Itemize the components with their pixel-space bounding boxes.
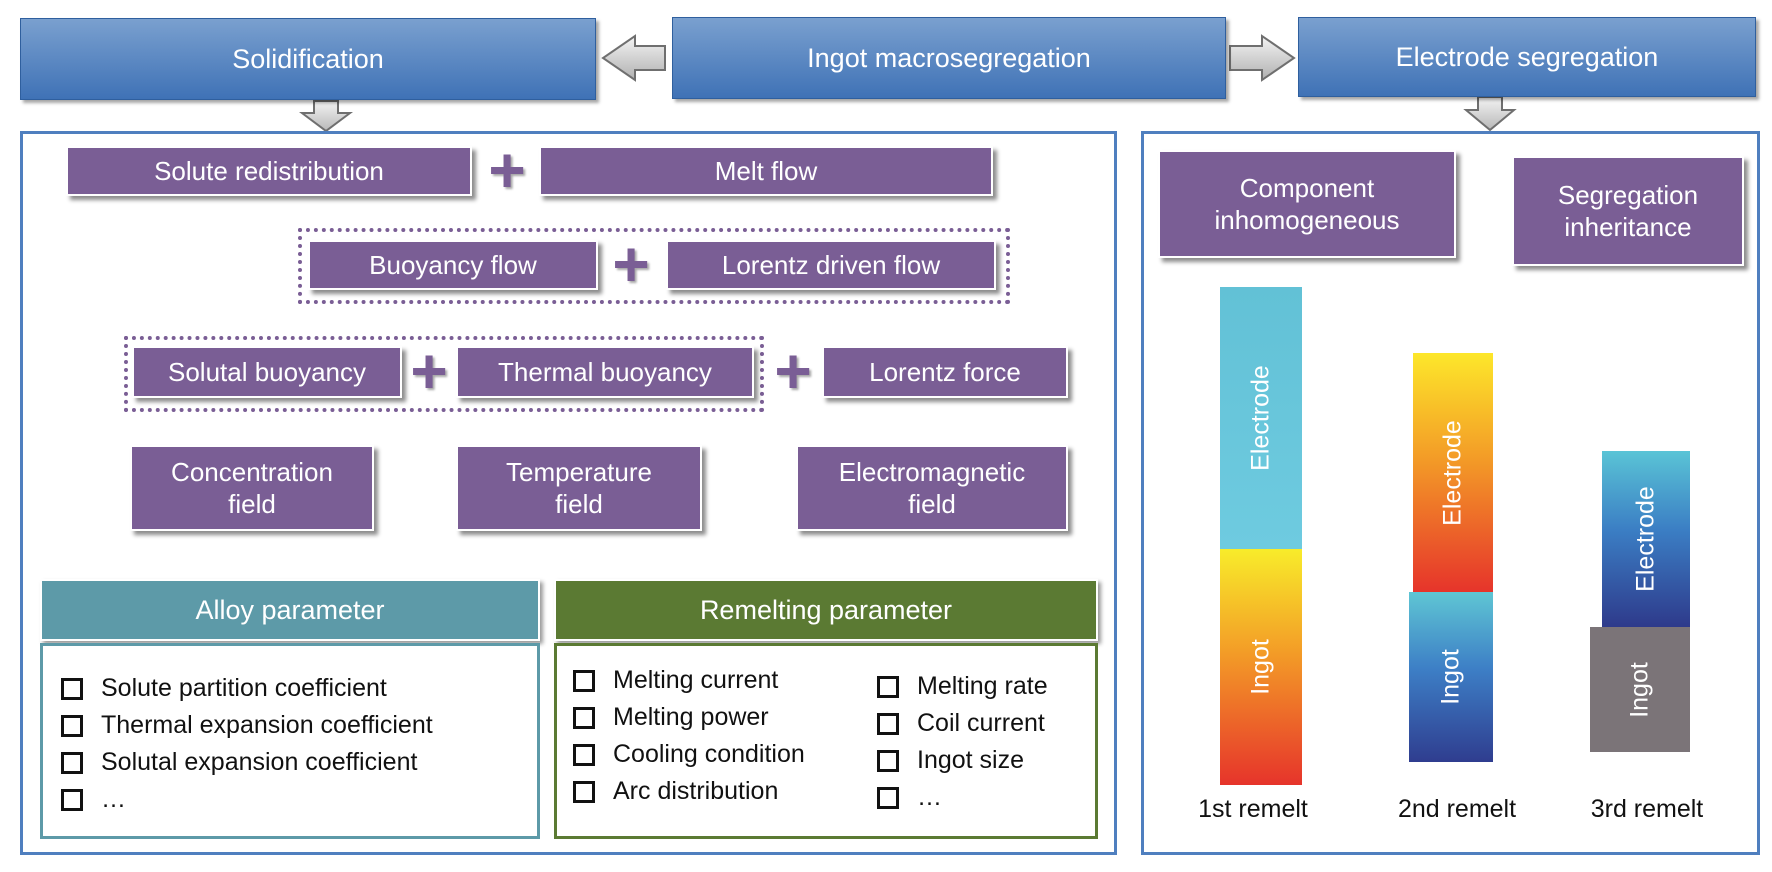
arrow-left-to-solidification	[601, 34, 666, 82]
electrode-segregation-label: Electrode segregation	[1395, 41, 1659, 72]
temperature-field-line1: Temperature	[506, 457, 652, 487]
thermal-buoyancy-box: Thermal buoyancy	[456, 346, 754, 398]
lorentz-driven-flow-label: Lorentz driven flow	[721, 250, 941, 280]
ingot-macrosegregation-label: Ingot macrosegregation	[807, 42, 1091, 73]
solutal-buoyancy-label: Solutal buoyancy	[167, 357, 367, 387]
ingot-label-1: Ingot	[1246, 639, 1275, 695]
solute-redistribution-box: Solute redistribution	[66, 146, 472, 196]
checkbox-icon	[877, 786, 899, 809]
lorentz-force-box: Lorentz force	[822, 346, 1068, 398]
lorentz-driven-flow-box: Lorentz driven flow	[666, 240, 996, 290]
ingot-bar-1: Ingot	[1220, 549, 1302, 785]
alloy-parameter-title: Alloy parameter	[195, 594, 385, 625]
remelting-parameter-header: Remelting parameter	[554, 579, 1098, 641]
alloy-parameter-list: Solute partition coefficient Thermal exp…	[40, 643, 540, 839]
checkbox-icon	[877, 712, 899, 735]
solidification-label: Solidification	[232, 43, 384, 74]
list-item: Solute partition coefficient	[61, 670, 433, 707]
temperature-field-box: Temperature field	[456, 445, 702, 531]
arrow-down-solidification	[299, 100, 353, 133]
inheritance-line2: inheritance	[1564, 212, 1692, 242]
electrode-bar-1: Electrode	[1220, 287, 1302, 549]
concentration-field-line2: field	[228, 489, 276, 519]
ingot-macrosegregation-box: Ingot macrosegregation	[672, 17, 1226, 99]
list-item: Solutal expansion coefficient	[61, 744, 433, 781]
list-item: Melting current	[573, 662, 805, 699]
checkbox-icon	[877, 749, 899, 772]
list-item: Ingot size	[877, 742, 1048, 779]
remelt-label-1: 1st remelt	[1198, 795, 1308, 823]
melt-flow-label: Melt flow	[714, 156, 818, 186]
ingot-label-3: Ingot	[1625, 661, 1654, 718]
checkbox-icon	[573, 743, 595, 766]
remelt-label-2: 2nd remelt	[1397, 795, 1517, 823]
plus-sign-2: +	[612, 228, 650, 300]
solidification-box: Solidification	[20, 18, 596, 100]
lorentz-force-label: Lorentz force	[869, 357, 1021, 387]
segregation-inheritance-box: Segregation inheritance	[1512, 156, 1744, 266]
arrow-down-electrode-segregation	[1463, 96, 1517, 132]
list-item: Cooling condition	[573, 736, 805, 773]
component-line2: inhomogeneous	[1214, 205, 1400, 235]
solute-redistribution-label: Solute redistribution	[154, 156, 384, 186]
checkbox-icon	[877, 675, 899, 698]
inheritance-line1: Segregation	[1557, 180, 1699, 210]
melt-flow-box: Melt flow	[539, 146, 993, 196]
thermal-buoyancy-label: Thermal buoyancy	[498, 357, 712, 387]
alloy-parameter-header: Alloy parameter	[40, 579, 540, 641]
plus-sign-4: +	[774, 335, 812, 407]
list-item: …	[877, 779, 1048, 816]
remelting-parameter-list: Melting current Melting power Cooling co…	[554, 643, 1098, 839]
checkbox-icon	[573, 706, 595, 729]
electromagnetic-field-box: Electromagnetic field	[796, 445, 1068, 531]
plus-sign-3: +	[410, 335, 448, 407]
ingot-bar-2: Ingot	[1409, 592, 1493, 762]
electrode-bar-2: Electrode	[1413, 353, 1493, 592]
buoyancy-group-dotted	[124, 336, 764, 412]
checkbox-icon	[61, 677, 83, 700]
list-item: …	[61, 781, 433, 818]
ingot-label-2: Ingot	[1436, 649, 1465, 705]
checkbox-icon	[61, 788, 83, 811]
electrode-segregation-box: Electrode segregation	[1298, 17, 1756, 97]
ingot-bar-3: Ingot	[1590, 627, 1690, 752]
concentration-field-line1: Concentration	[171, 457, 333, 487]
list-item: Arc distribution	[573, 773, 805, 810]
plus-sign-1: +	[488, 134, 526, 206]
electromagnetic-field-line2: field	[908, 489, 956, 519]
remelt-label-3: 3rd remelt	[1590, 795, 1704, 823]
checkbox-icon	[61, 714, 83, 737]
component-inhomogeneous-box: Component inhomogeneous	[1158, 150, 1456, 258]
electrode-label-1: Electrode	[1246, 365, 1275, 471]
solutal-buoyancy-box: Solutal buoyancy	[132, 346, 402, 398]
flow-group-dotted	[298, 228, 1010, 304]
buoyancy-flow-label: Buoyancy flow	[369, 250, 537, 280]
electromagnetic-field-line1: Electromagnetic	[838, 457, 1026, 487]
list-item: Thermal expansion coefficient	[61, 707, 433, 744]
electrode-label-3: Electrode	[1631, 486, 1660, 592]
component-line1: Component	[1239, 173, 1375, 203]
temperature-field-line2: field	[555, 489, 603, 519]
remelting-parameter-title: Remelting parameter	[699, 594, 953, 625]
concentration-field-box: Concentration field	[130, 445, 374, 531]
checkbox-icon	[61, 751, 83, 774]
buoyancy-flow-box: Buoyancy flow	[308, 240, 598, 290]
electrode-bar-3: Electrode	[1602, 451, 1690, 627]
checkbox-icon	[573, 669, 595, 692]
list-item: Coil current	[877, 705, 1048, 742]
list-item: Melting power	[573, 699, 805, 736]
list-item: Melting rate	[877, 668, 1048, 705]
checkbox-icon	[573, 780, 595, 803]
arrow-right-to-electrode-segregation	[1229, 34, 1296, 82]
electrode-label-2: Electrode	[1438, 419, 1467, 526]
